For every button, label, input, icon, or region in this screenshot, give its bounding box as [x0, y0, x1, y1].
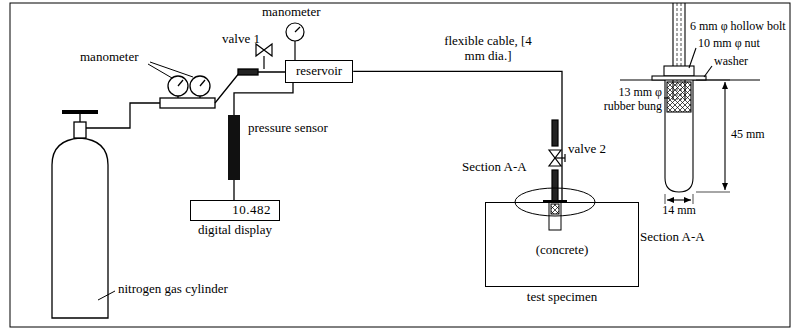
part-label: nitrogen gas cylinder: [118, 282, 228, 297]
pipe-connector: [353, 71, 562, 202]
leader-line: [148, 64, 172, 78]
part-label: Section A-A: [462, 160, 527, 175]
part-label: valve 2: [568, 142, 606, 157]
part-label: 13 mm φ rubber bung: [594, 86, 662, 114]
part-label: valve 1: [222, 32, 260, 47]
part-label: 6 mm φ hollow bolt: [690, 20, 786, 34]
part-label: washer: [714, 55, 748, 69]
part-label: Section A-A: [640, 230, 705, 245]
digital-display: 10.482digital display: [190, 200, 280, 221]
valve-symbol: [256, 44, 272, 69]
node-caption: test specimen: [527, 290, 597, 305]
leader-line: [150, 62, 193, 77]
leader-line: [98, 291, 115, 300]
test-specimen: (concrete)test specimen: [485, 202, 639, 287]
pipe-connector: [233, 180, 234, 200]
pipe-connector: [234, 83, 293, 115]
part-label: manometer: [262, 5, 320, 20]
part-label: 45 mm: [731, 128, 765, 142]
reservoir-box: reservoir: [285, 60, 353, 83]
part-label: 10 mm φ nut: [698, 37, 760, 51]
node-text: pressure sensor: [248, 121, 328, 136]
part-label: manometer: [80, 50, 138, 65]
node-caption: digital display: [198, 223, 272, 238]
node-text: (concrete): [486, 243, 638, 258]
edge-label: flexible cable, [4 mm dia.]: [440, 34, 536, 64]
part-label: 14 mm: [657, 204, 701, 218]
frame: [10, 3, 790, 327]
manometer-gauge: [286, 23, 304, 60]
node-text: 10.482: [199, 203, 271, 218]
gas-cylinder: [52, 112, 108, 318]
pressure-sensor: pressure sensor: [228, 115, 240, 180]
regulator: [86, 69, 285, 128]
node-text: reservoir: [296, 64, 342, 79]
